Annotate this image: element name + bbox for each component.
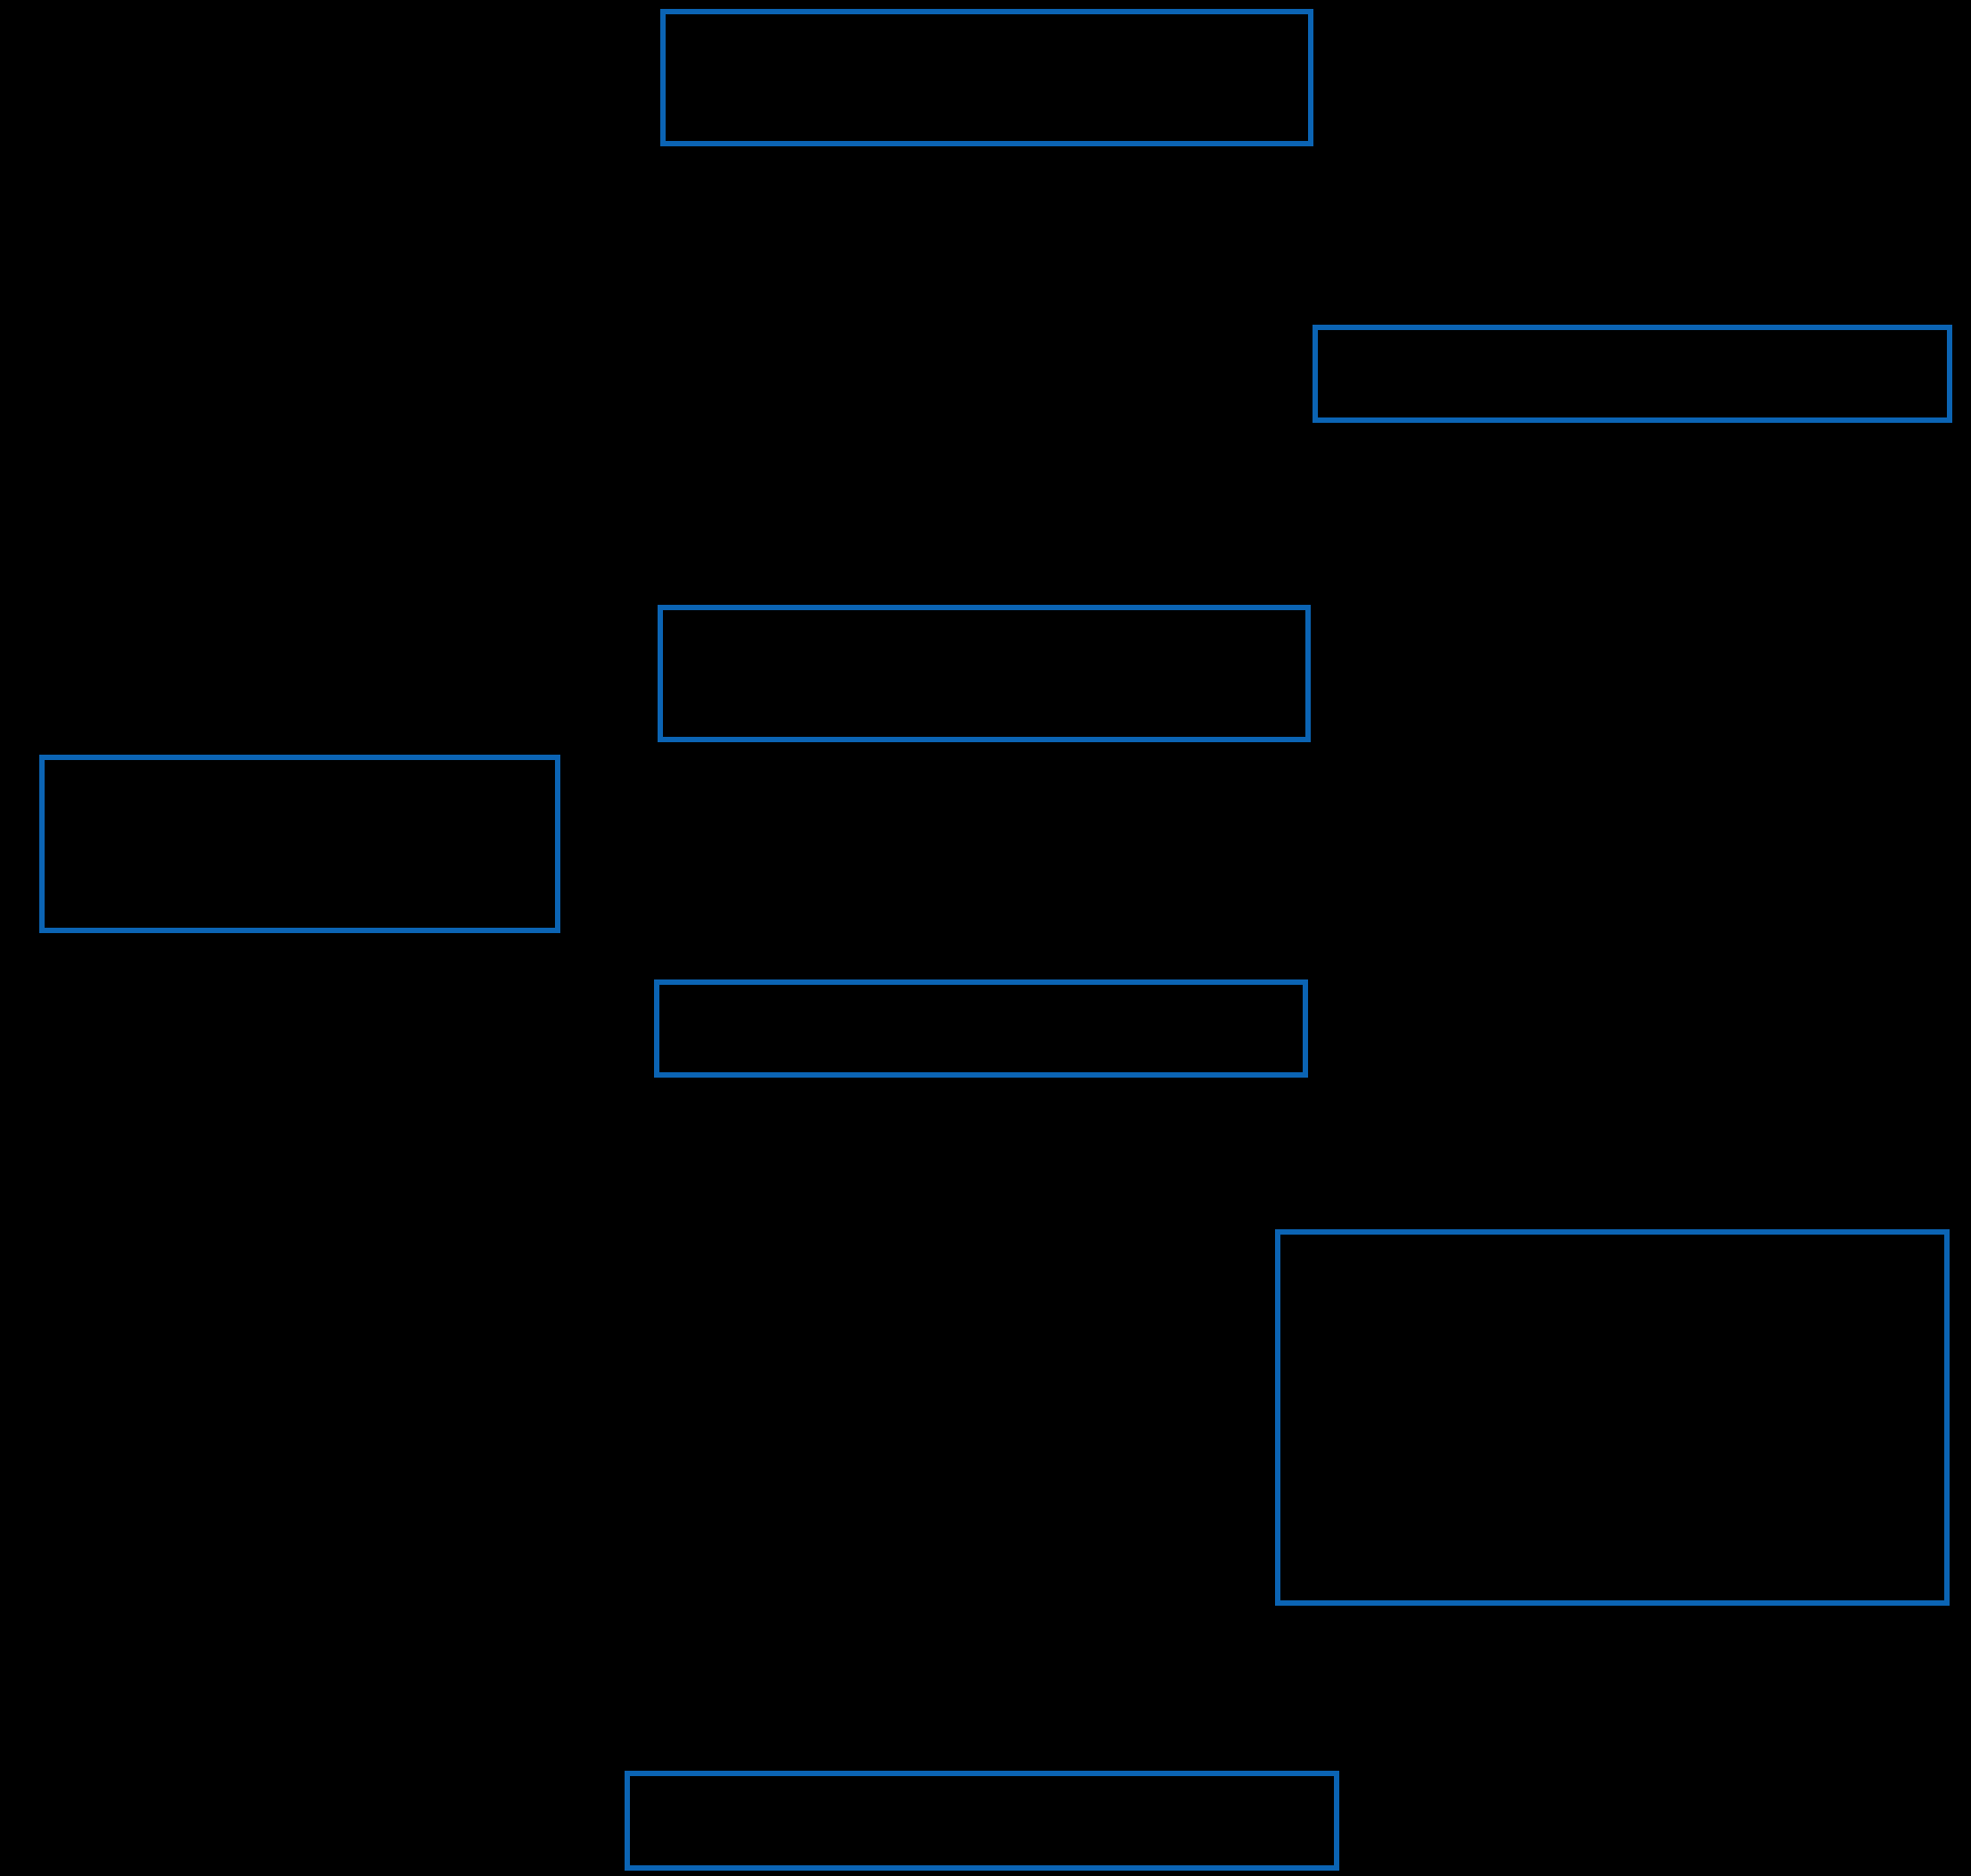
node-top-center	[660, 9, 1313, 146]
node-center-lower	[654, 979, 1308, 1078]
node-right-upper	[1313, 325, 1952, 423]
node-bottom-center	[625, 1771, 1339, 1871]
node-left-middle	[39, 755, 560, 933]
node-right-large	[1275, 1229, 1950, 1606]
node-center-middle	[658, 605, 1311, 742]
